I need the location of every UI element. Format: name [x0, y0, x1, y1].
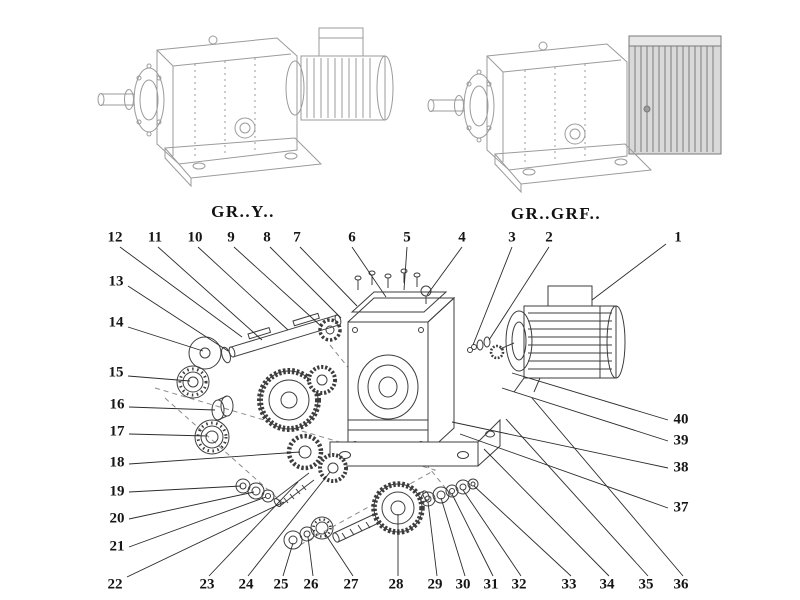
callout-12: 12 [107, 229, 123, 246]
callout-27: 27 [343, 576, 359, 593]
bearing-upper [176, 365, 210, 399]
callout-3: 3 [508, 229, 516, 246]
base-asm [163, 137, 323, 188]
callout-11: 11 [147, 229, 163, 246]
callout-13: 13 [108, 273, 124, 290]
leader-lines [119, 243, 684, 578]
eye-bolt [420, 285, 432, 304]
callout-14: 14 [108, 314, 124, 331]
pinion-gear [318, 453, 348, 483]
callout-32: 32 [511, 576, 527, 593]
output-shaft-asm-2 [427, 95, 465, 116]
callout-7: 7 [293, 229, 301, 246]
callout-1: 1 [674, 229, 682, 246]
gear-housing-asm-2 [486, 41, 628, 171]
spacer-sleeve [211, 395, 234, 421]
small-rings-lower [420, 478, 479, 507]
callout-4: 4 [458, 229, 466, 246]
fan-cover-block [628, 35, 722, 155]
callout-17: 17 [109, 423, 125, 440]
assembled-view-gr-y [97, 27, 394, 188]
callout-24: 24 [238, 576, 254, 593]
base-asm-2 [493, 143, 653, 194]
callout-10: 10 [187, 229, 203, 246]
assembled-view-gr-grf [427, 35, 722, 194]
callout-40: 40 [673, 411, 689, 428]
callout-21: 21 [109, 538, 125, 555]
callout-8: 8 [263, 229, 271, 246]
motor-asm [285, 27, 394, 121]
callout-36: 36 [673, 576, 689, 593]
callout-5: 5 [403, 229, 411, 246]
callout-31: 31 [483, 576, 499, 593]
gear-housing-asm [156, 35, 298, 165]
callout-29: 29 [427, 576, 443, 593]
small-rings-upper [235, 478, 275, 503]
cover-bolts [354, 268, 421, 290]
callout-6: 6 [348, 229, 356, 246]
callout-35: 35 [638, 576, 654, 593]
callout-2: 2 [545, 229, 553, 246]
mid-gear [307, 365, 337, 395]
callout-19: 19 [109, 483, 125, 500]
model-title-gr-y: GR..Y.. [211, 202, 275, 221]
callout-15: 15 [108, 364, 124, 381]
callout-18: 18 [109, 454, 125, 471]
callout-22: 22 [107, 576, 123, 593]
callout-34: 34 [599, 576, 615, 593]
gearbox-housing [329, 296, 501, 467]
exploded-view [154, 268, 626, 550]
exploded-motor [505, 285, 626, 393]
callout-25: 25 [273, 576, 289, 593]
callout-28: 28 [388, 576, 404, 593]
bearing-lower-left [194, 419, 230, 455]
callout-39: 39 [673, 432, 689, 449]
callout-33: 33 [561, 576, 577, 593]
callout-26: 26 [303, 576, 319, 593]
intermediate-gear [286, 433, 324, 471]
upper-shaft-assembly [221, 312, 342, 364]
large-gear [257, 368, 321, 432]
callout-37: 37 [673, 499, 689, 516]
callout-23: 23 [199, 576, 215, 593]
callout-20: 20 [109, 510, 125, 527]
splined-pinion-shaft [273, 472, 315, 507]
output-shaft-asm [97, 89, 135, 110]
model-title-gr-grf: GR..GRF.. [510, 204, 602, 223]
cover-disc [188, 336, 222, 370]
callout-16: 16 [109, 396, 125, 413]
callout-30: 30 [455, 576, 471, 593]
callout-38: 38 [673, 459, 689, 476]
callout-9: 9 [227, 229, 235, 246]
